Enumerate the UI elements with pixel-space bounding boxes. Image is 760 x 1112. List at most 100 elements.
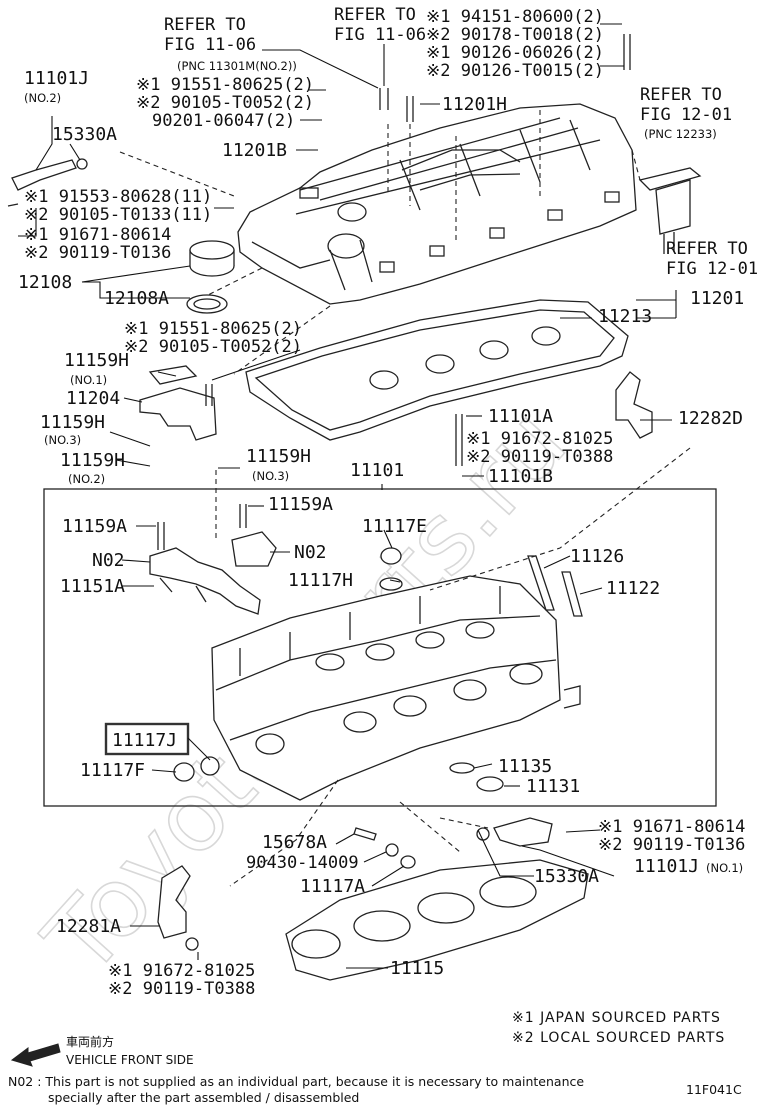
plug-11117f[interactable] bbox=[173, 756, 220, 782]
part-number: 11115 bbox=[390, 958, 444, 979]
legend-japan: ※1 JAPAN SOURCED PARTS bbox=[512, 1010, 721, 1026]
highlight-11117j bbox=[104, 722, 190, 756]
part-number: N02 bbox=[92, 550, 125, 571]
refer-label: FIG 11-06 bbox=[334, 25, 426, 45]
valve-guides[interactable] bbox=[527, 555, 583, 617]
part-number: 11131 bbox=[526, 776, 580, 797]
footnote: N02 : This part is not supplied as an in… bbox=[8, 1074, 742, 1105]
seal-11135[interactable] bbox=[449, 762, 475, 774]
vehicle-front-indicator: 車両前方 VEHICLE FRONT SIDE bbox=[10, 1034, 194, 1067]
part-number: 15330A bbox=[534, 866, 599, 887]
part-number: 12108 bbox=[18, 272, 72, 293]
part-note: (NO.3) bbox=[252, 469, 289, 483]
part-number: ※1 91553-80628(11) bbox=[24, 187, 212, 207]
part-number: ※1 91671-80614 bbox=[598, 817, 745, 837]
plug-11117e[interactable] bbox=[380, 547, 402, 565]
ignition-connector[interactable] bbox=[638, 167, 702, 254]
part-note: (NO.1) bbox=[706, 861, 743, 875]
part-number: 11159H bbox=[60, 450, 125, 471]
part-note: (NO.1) bbox=[70, 373, 107, 387]
part-number: ※1 91551-80625(2) bbox=[124, 319, 302, 339]
oil-control-valve-bottom[interactable] bbox=[476, 817, 553, 847]
part-note: (NO.2) bbox=[68, 472, 105, 486]
part-number: ※2 90119-T0388 bbox=[466, 447, 613, 467]
part-number: 11201H bbox=[442, 94, 507, 115]
part-number: 11122 bbox=[606, 578, 660, 599]
part-labels: REFER TO FIG 11-06 (PNC 11301M(NO.2)) RE… bbox=[18, 5, 758, 999]
part-number: ※2 90119-T0388 bbox=[108, 979, 255, 999]
part-number: 12281A bbox=[56, 916, 121, 937]
part-number: 15330A bbox=[52, 124, 117, 145]
part-number: ※2 90119-T0136 bbox=[24, 243, 171, 263]
refer-label: REFER TO bbox=[666, 239, 748, 259]
part-number: 11117F bbox=[80, 760, 145, 781]
plug-11117a[interactable] bbox=[400, 855, 416, 869]
bearing-cap-n02[interactable] bbox=[231, 531, 277, 567]
part-note: (NO.3) bbox=[44, 433, 81, 447]
part-note: (NO.2) bbox=[24, 91, 61, 105]
part-number: 11204 bbox=[66, 388, 120, 409]
part-number-highlighted: 11117J bbox=[112, 730, 177, 751]
source-legend: ※1 JAPAN SOURCED PARTS ※2 LOCAL SOURCED … bbox=[512, 1010, 725, 1046]
part-number: 12108A bbox=[104, 288, 169, 309]
part-number: 11101B bbox=[488, 466, 553, 487]
seal-11131[interactable] bbox=[476, 776, 504, 792]
camshaft-bearing-cap[interactable] bbox=[139, 365, 217, 441]
part-number: 11159A bbox=[62, 516, 127, 537]
refer-label: REFER TO bbox=[164, 15, 246, 35]
front-arrow-icon bbox=[10, 1043, 61, 1067]
part-number: ※2 90105-T0133(11) bbox=[24, 205, 212, 225]
part-number: 11101A bbox=[488, 406, 553, 427]
part-number: 15678A bbox=[262, 832, 327, 853]
part-number: 11117E bbox=[362, 516, 427, 537]
stud-bolts[interactable] bbox=[157, 34, 631, 550]
engine-hanger-front[interactable] bbox=[157, 865, 199, 951]
cylinder-head-box bbox=[43, 488, 717, 807]
part-number: 11159A bbox=[268, 494, 333, 515]
legend-local: ※2 LOCAL SOURCED PARTS bbox=[512, 1030, 725, 1046]
part-number: 11201 bbox=[690, 288, 744, 309]
part-number: 11201B bbox=[222, 140, 287, 161]
part-number: 11151A bbox=[60, 576, 125, 597]
refer-label: FIG 12-01 bbox=[640, 105, 732, 125]
part-number: 11117A bbox=[300, 876, 365, 897]
part-number: ※1 91672-81025 bbox=[466, 429, 613, 449]
part-number: 12282D bbox=[678, 408, 743, 429]
cylinder-head[interactable] bbox=[211, 575, 581, 801]
plug-90430[interactable] bbox=[385, 843, 399, 857]
part-number: ※2 90178-T0018(2) bbox=[426, 25, 604, 45]
part-number: ※1 94151-80600(2) bbox=[426, 7, 604, 27]
part-number: 11159H bbox=[40, 412, 105, 433]
part-number: 11159H bbox=[64, 350, 129, 371]
cylinder-head-gasket[interactable] bbox=[285, 859, 589, 981]
relation-lines bbox=[119, 110, 691, 887]
oil-filler-gasket[interactable] bbox=[186, 294, 228, 314]
refer-label: FIG 12-01 bbox=[666, 259, 758, 279]
part-number: 11101J bbox=[24, 68, 89, 89]
part-number: 11117H bbox=[288, 570, 353, 591]
part-number: ※1 91672-81025 bbox=[108, 961, 255, 981]
figure-code: 11F041C bbox=[686, 1082, 742, 1097]
footnote-line: specially after the part assembled / dis… bbox=[48, 1090, 359, 1105]
part-number: 90430-14009 bbox=[246, 853, 359, 873]
part-number: ※1 91551-80625(2) bbox=[136, 75, 314, 95]
part-number: 11101J bbox=[634, 856, 699, 877]
part-number: ※2 90119-T0136 bbox=[598, 835, 745, 855]
part-number: ※2 90126-T0015(2) bbox=[426, 61, 604, 81]
part-number: ※2 90105-T0052(2) bbox=[136, 93, 314, 113]
oil-filler-cap[interactable] bbox=[189, 240, 235, 277]
pnc-label: (PNC 12233) bbox=[644, 127, 717, 141]
part-number: N02 bbox=[294, 542, 327, 563]
part-number: 11101 bbox=[350, 460, 404, 481]
engine-hanger-rear[interactable] bbox=[615, 371, 653, 439]
part-number: 11135 bbox=[498, 756, 552, 777]
part-number: ※2 90105-T0052(2) bbox=[124, 337, 302, 357]
cylinder-head-cover[interactable] bbox=[237, 103, 637, 305]
head-cover-gasket[interactable] bbox=[245, 299, 629, 441]
bolt-15678a[interactable] bbox=[353, 827, 377, 841]
camshaft-housing[interactable] bbox=[149, 547, 261, 615]
refer-label: REFER TO bbox=[334, 5, 416, 25]
front-label-jp: 車両前方 bbox=[66, 1034, 114, 1049]
footnote-line: N02 : This part is not supplied as an in… bbox=[8, 1074, 584, 1089]
